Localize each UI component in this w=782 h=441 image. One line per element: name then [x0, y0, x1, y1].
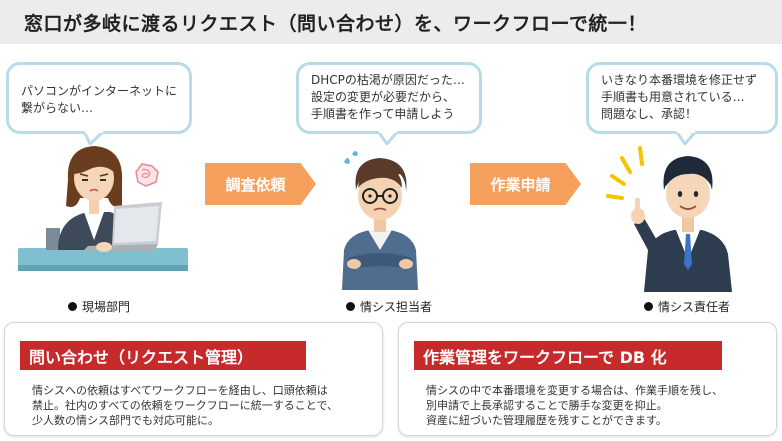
crumpled-paper-icon: [135, 163, 159, 187]
card-line: 情シスの中で本番環境を変更する場合は、作業手順を残し、: [426, 384, 723, 397]
bubble-tail: [84, 131, 104, 145]
card-body: 情シスへの依頼はすべてワークフローを経由し、口頭依頼は 禁止。社内のすべての依頼…: [32, 383, 338, 428]
card-line: 情シスへの依頼はすべてワークフローを経由し、口頭依頼は: [32, 384, 328, 397]
role-text: 現場部門: [82, 300, 131, 314]
bullet-icon: [346, 302, 355, 311]
bubble-line: 手順書を作って申請しよう: [311, 107, 455, 121]
speech-bubble-it-manager: いきなり本番環境を修正せず 手順書も用意されている… 問題なし、承認！: [586, 62, 778, 134]
it-manager-illustration: [606, 146, 732, 292]
card-line: 少人数の情シス部門でも対応可能に。: [32, 414, 219, 427]
it-staff-illustration: [342, 151, 418, 290]
bubble-line: いきなり本番環境を修正せず: [601, 73, 758, 87]
speech-bubble-field-dept: パソコンがインターネットに 繋がらない…: [6, 62, 192, 134]
card-line: 別申請で上長承認することで勝手な変更を抑止。: [426, 399, 668, 412]
card-line: 資産に紐づいた管理履歴を残すことができます。: [426, 414, 667, 427]
bullet-icon: [644, 302, 653, 311]
request-management-card: 問い合わせ（リクエスト管理） 情シスへの依頼はすべてワークフローを経由し、口頭依…: [4, 322, 383, 436]
bubble-line: 問題なし、承認！: [601, 107, 698, 121]
field-staff-illustration: [18, 146, 188, 271]
role-text: 情シス責任者: [658, 300, 731, 314]
role-label-it-manager: 情シス責任者: [644, 298, 730, 315]
bubble-tail: [676, 131, 696, 145]
role-text: 情シス担当者: [360, 300, 433, 314]
bubble-line: DHCPの枯渇が原因だった…: [311, 73, 465, 87]
card-line: 禁止。社内のすべての依頼をワークフローに統一することで、: [32, 399, 339, 412]
bubble-tail: [378, 131, 398, 145]
bullet-icon: [68, 302, 77, 311]
bubble-line: 繋がらない…: [21, 101, 94, 115]
arrow-label: 作業申請: [490, 175, 551, 194]
card-heading: 問い合わせ（リクエスト管理）: [20, 341, 306, 370]
page-title: 窓口が多岐に渡るリクエスト（問い合わせ）を、ワークフローで統一！: [24, 13, 647, 35]
role-label-field-dept: 現場部門: [68, 298, 130, 315]
request-investigation-arrow: 調査依頼: [205, 163, 316, 205]
card-body: 情シスの中で本番環境を変更する場合は、作業手順を残し、 別申請で上長承認すること…: [426, 383, 723, 428]
work-application-arrow: 作業申請: [470, 163, 581, 205]
bubble-line: 手順書も用意されている…: [601, 90, 745, 104]
speech-bubble-it-staff: DHCPの枯渇が原因だった… 設定の変更が必要だから、 手順書を作って申請しよう: [296, 62, 482, 134]
bubble-line: パソコンがインターネットに: [21, 84, 178, 98]
bubble-line: 設定の変更が必要だから、: [311, 90, 456, 104]
desk: [18, 248, 188, 268]
work-management-card: 作業管理をワークフローで DB 化 情シスの中で本番環境を変更する場合は、作業手…: [398, 322, 777, 436]
card-heading: 作業管理をワークフローで DB 化: [414, 341, 722, 370]
arrow-label: 調査依頼: [225, 175, 286, 194]
title-bar: 窓口が多岐に渡るリクエスト（問い合わせ）を、ワークフローで統一！: [0, 0, 782, 44]
role-label-it-staff: 情シス担当者: [346, 298, 432, 315]
